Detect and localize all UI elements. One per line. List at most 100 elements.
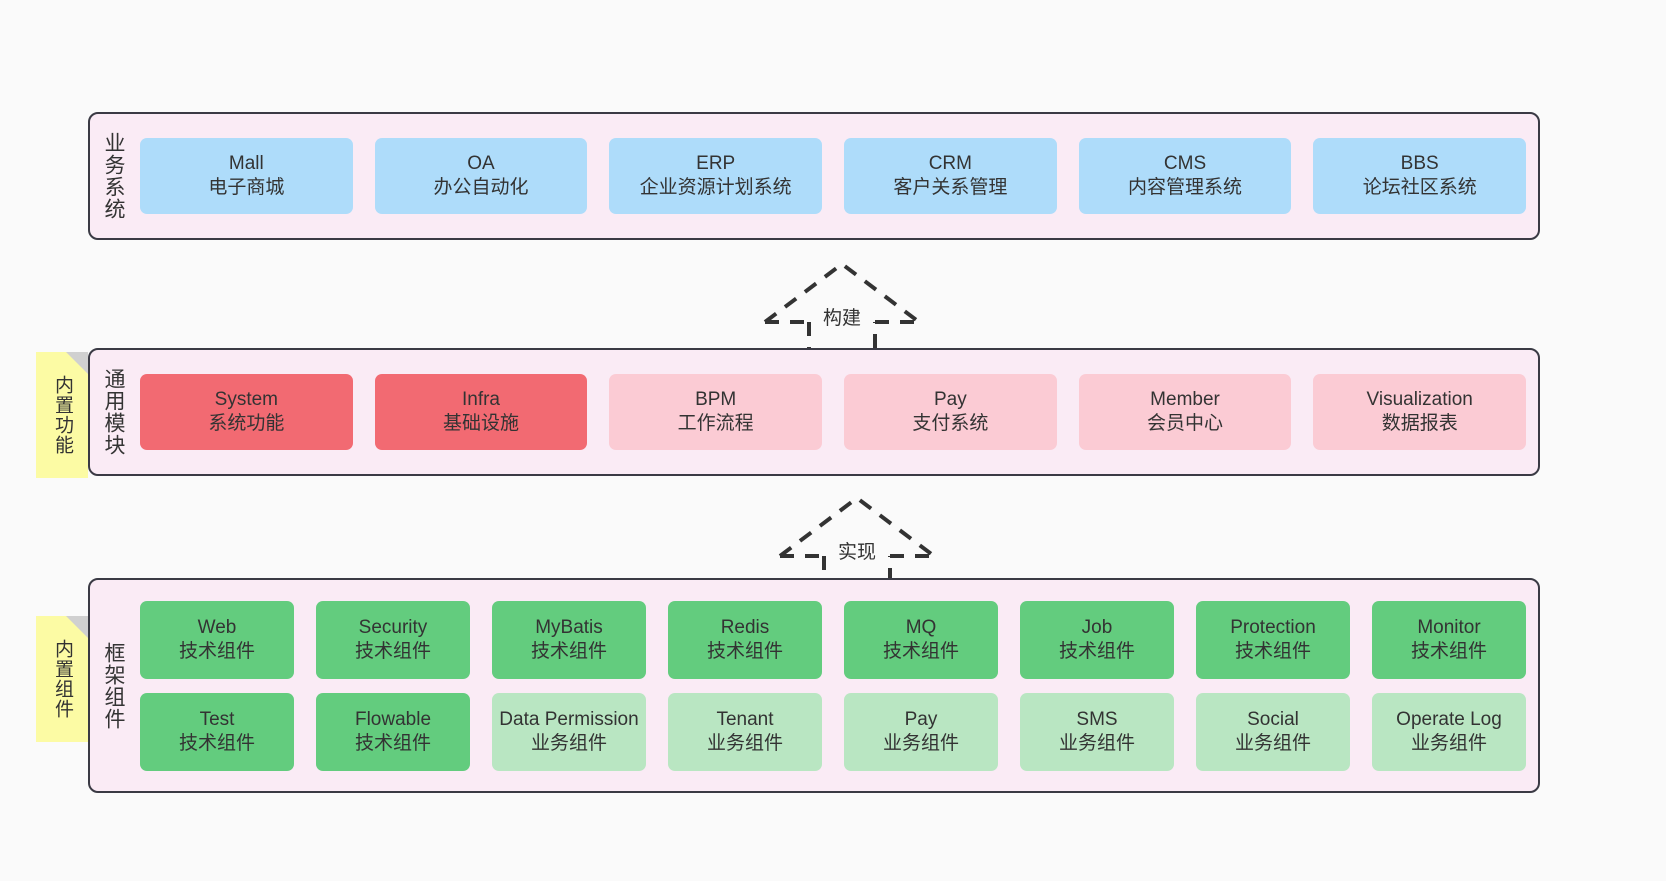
box-mybatis-en: MyBatis: [535, 616, 603, 638]
box-security[interactable]: Security 技术组件: [316, 600, 470, 679]
box-oa-cn: 办公自动化: [433, 177, 529, 198]
box-erp-cn: 企业资源计划系统: [639, 177, 792, 198]
layer-framework-components: 框架组件 Web 技术组件 Security 技术组件 MyBatis 技术组件…: [88, 578, 1540, 793]
box-test-cn: 技术组件: [178, 732, 255, 754]
box-visualization-en: Visualization: [1366, 389, 1473, 411]
note-builtin-functions: 内置功能: [36, 352, 88, 478]
row-common-modules: System 系统功能 Infra 基础设施 BPM 工作流程 Pay 支付系统…: [140, 374, 1527, 450]
box-social-cn: 业务组件: [1234, 732, 1311, 754]
note-builtin-functions-label: 内置功能: [51, 375, 73, 455]
layer-title-business-systems: 业务系统: [102, 132, 126, 220]
row-framework-tech: Web 技术组件 Security 技术组件 MyBatis 技术组件 Redi…: [140, 600, 1526, 679]
box-sms[interactable]: SMS 业务组件: [1020, 692, 1174, 771]
box-social[interactable]: Social 业务组件: [1196, 692, 1350, 771]
arrow-realize: 实现: [772, 490, 942, 590]
note-builtin-components: 内置组件: [36, 616, 88, 742]
box-redis-en: Redis: [720, 616, 770, 638]
box-tenant-en: Tenant: [716, 708, 774, 730]
row-framework-biz: Test 技术组件 Flowable 技术组件 Data Permission …: [140, 692, 1526, 771]
box-mq-cn: 技术组件: [882, 640, 959, 662]
box-protection[interactable]: Protection 技术组件: [1196, 600, 1350, 679]
box-operate-log-en: Operate Log: [1396, 708, 1502, 730]
arrow-build: 构建: [757, 256, 927, 356]
box-test[interactable]: Test 技术组件: [140, 692, 294, 771]
box-bbs[interactable]: BBS 论坛社区系统: [1313, 138, 1527, 214]
arrow-realize-label: 实现: [837, 542, 876, 563]
box-pay-component-cn: 业务组件: [882, 732, 959, 754]
box-infra-en: Infra: [461, 389, 501, 411]
arrow-build-label: 构建: [822, 308, 861, 329]
box-pay-module-cn: 支付系统: [912, 413, 989, 434]
layer-title-framework-components: 框架组件: [102, 641, 126, 730]
layer-common-modules: 通用模块 System 系统功能 Infra 基础设施 BPM 工作流程 Pay…: [88, 348, 1540, 476]
box-crm-cn: 客户关系管理: [893, 177, 1008, 198]
row-business-systems: Mall 电子商城 OA 办公自动化 ERP 企业资源计划系统 CRM 客户关系…: [140, 138, 1527, 214]
box-web-en: Web: [197, 616, 237, 638]
box-bpm-cn: 工作流程: [677, 413, 754, 434]
box-test-en: Test: [199, 708, 235, 730]
box-protection-en: Protection: [1230, 616, 1316, 638]
box-pay-module[interactable]: Pay 支付系统: [844, 374, 1057, 450]
box-mybatis-cn: 技术组件: [530, 640, 607, 662]
box-bpm-en: BPM: [695, 389, 737, 411]
box-member-cn: 会员中心: [1147, 413, 1224, 434]
box-pay-module-en: Pay: [933, 389, 967, 411]
box-cms[interactable]: CMS 内容管理系统: [1078, 138, 1292, 214]
box-erp[interactable]: ERP 企业资源计划系统: [609, 138, 823, 214]
box-operate-log-cn: 业务组件: [1410, 732, 1487, 754]
box-system-en: System: [214, 389, 279, 411]
box-operate-log[interactable]: Operate Log 业务组件: [1372, 692, 1526, 771]
note-fold-icon: [66, 352, 88, 374]
box-redis-cn: 技术组件: [706, 640, 783, 662]
box-monitor-cn: 技术组件: [1410, 640, 1487, 662]
box-infra[interactable]: Infra 基础设施: [374, 374, 588, 450]
box-visualization-cn: 数据报表: [1381, 413, 1458, 434]
layer-body-common-modules: System 系统功能 Infra 基础设施 BPM 工作流程 Pay 支付系统…: [136, 350, 1538, 474]
box-data-permission-cn: 业务组件: [530, 732, 607, 754]
layer-body-framework-components: Web 技术组件 Security 技术组件 MyBatis 技术组件 Redi…: [136, 580, 1538, 791]
box-web-cn: 技术组件: [178, 640, 255, 662]
note-builtin-components-label: 内置组件: [51, 639, 73, 719]
box-crm-en: CRM: [928, 153, 972, 175]
box-visualization[interactable]: Visualization 数据报表: [1313, 374, 1527, 450]
note-fold-icon: [66, 616, 88, 638]
box-monitor-en: Monitor: [1417, 616, 1481, 638]
box-security-en: Security: [358, 616, 428, 638]
box-cms-cn: 内容管理系统: [1128, 177, 1243, 198]
box-cms-en: CMS: [1163, 153, 1207, 175]
box-flowable-en: Flowable: [354, 708, 432, 730]
box-crm[interactable]: CRM 客户关系管理: [844, 138, 1057, 214]
box-oa[interactable]: OA 办公自动化: [374, 138, 588, 214]
box-flowable[interactable]: Flowable 技术组件: [316, 692, 470, 771]
box-protection-cn: 技术组件: [1234, 640, 1311, 662]
box-system-cn: 系统功能: [208, 413, 285, 434]
box-pay-component[interactable]: Pay 业务组件: [844, 692, 998, 771]
box-social-en: Social: [1247, 708, 1299, 730]
box-bpm[interactable]: BPM 工作流程: [609, 374, 823, 450]
layer-title-common-modules: 通用模块: [102, 368, 126, 456]
box-sms-en: SMS: [1076, 708, 1118, 730]
box-member-en: Member: [1150, 389, 1220, 411]
box-mall-en: Mall: [228, 153, 264, 175]
layer-business-systems: 业务系统 Mall 电子商城 OA 办公自动化 ERP 企业资源计划系统 CRM…: [88, 112, 1540, 240]
box-redis[interactable]: Redis 技术组件: [668, 600, 822, 679]
layer-body-business-systems: Mall 电子商城 OA 办公自动化 ERP 企业资源计划系统 CRM 客户关系…: [136, 114, 1538, 238]
box-job-en: Job: [1081, 616, 1113, 638]
box-mq-en: MQ: [905, 616, 937, 638]
box-sms-cn: 业务组件: [1058, 732, 1135, 754]
box-mall[interactable]: Mall 电子商城: [140, 138, 353, 214]
box-system[interactable]: System 系统功能: [140, 374, 353, 450]
box-job-cn: 技术组件: [1058, 640, 1135, 662]
box-mybatis[interactable]: MyBatis 技术组件: [492, 600, 646, 679]
box-pay-component-en: Pay: [904, 708, 938, 730]
box-monitor[interactable]: Monitor 技术组件: [1372, 600, 1526, 679]
box-data-permission-en: Data Permission: [499, 708, 639, 730]
box-web[interactable]: Web 技术组件: [140, 600, 294, 679]
box-security-cn: 技术组件: [354, 640, 431, 662]
box-job[interactable]: Job 技术组件: [1020, 600, 1174, 679]
box-mq[interactable]: MQ 技术组件: [844, 600, 998, 679]
box-member[interactable]: Member 会员中心: [1078, 374, 1292, 450]
box-tenant[interactable]: Tenant 业务组件: [668, 692, 822, 771]
box-data-permission[interactable]: Data Permission 业务组件: [492, 692, 646, 771]
